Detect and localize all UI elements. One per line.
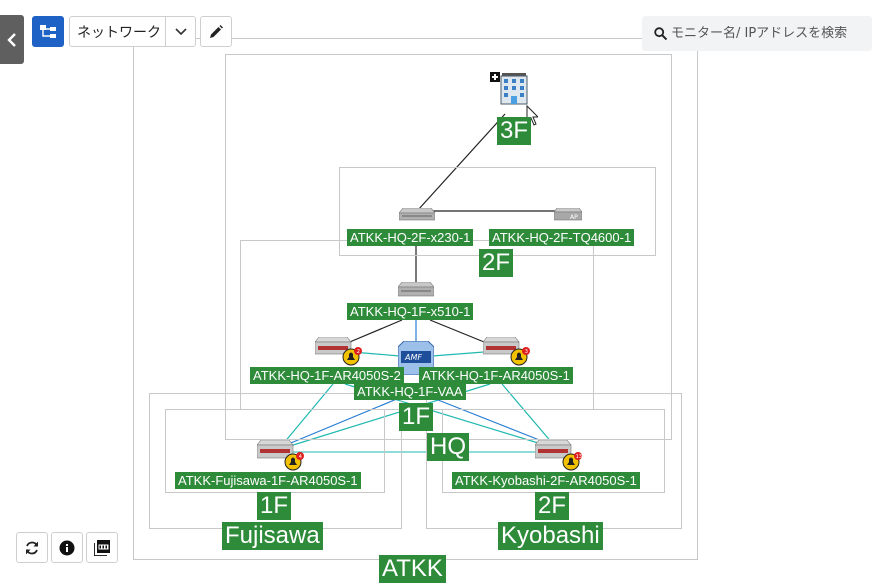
view-type-dropdown-toggle[interactable] (165, 17, 195, 46)
router-icon-ar4050s-2[interactable]: 2 (314, 336, 365, 371)
link-ar1-vaa (431, 351, 485, 357)
panel-collapse-tab[interactable] (0, 15, 24, 64)
edit-map-button[interactable] (200, 16, 232, 47)
view-type-value: ネットワーク (77, 24, 161, 41)
node-label-vaa[interactable]: ATKK-HQ-1F-VAA (354, 383, 466, 400)
access-point-icon-tq4600[interactable]: AP (553, 207, 583, 226)
chevron-left-icon (7, 32, 16, 47)
link-vaa-fujisawa (285, 395, 405, 446)
refresh-icon (26, 541, 38, 554)
topology-view-button[interactable] (32, 16, 64, 47)
router-icon-kyobashi[interactable]: 13 (534, 439, 585, 476)
node-label-x230[interactable]: ATKK-HQ-2F-x230-1 (347, 229, 474, 246)
pencil-icon (210, 24, 223, 38)
group-label-fujisawa: Fujisawa (222, 522, 323, 550)
link-x510-ar2 (344, 319, 403, 345)
group-label-hq: HQ (427, 433, 469, 461)
group-label-fujisawa-1f: 1F (257, 492, 292, 520)
ap-mark: AP (570, 214, 578, 221)
group-label-atkk: ATKK (379, 555, 446, 583)
switch-icon-x510[interactable] (397, 281, 435, 302)
amf-mark: AMF (404, 353, 422, 362)
alarm-count-ar1: 3 (525, 349, 528, 355)
amf-appliance-icon-vaa[interactable]: AMF (397, 340, 435, 379)
node-label-x510[interactable]: ATKK-HQ-1F-x510-1 (347, 303, 474, 320)
chevron-down-icon (175, 27, 187, 35)
node-label-fujisawa-ar[interactable]: ATKK-Fujisawa-1F-AR4050S-1 (175, 472, 361, 489)
export-pdf-button[interactable] (86, 532, 118, 563)
link-3f-x230 (417, 113, 506, 211)
link-vaa-kyobashi (427, 395, 553, 446)
group-label-kyobashi: Kyobashi (498, 522, 603, 550)
monitor-search-box[interactable] (642, 16, 872, 51)
link-ar2-fujisawa (282, 383, 334, 445)
group-label-hq-3f: 3F (497, 117, 532, 145)
node-label-kyobashi-ar[interactable]: ATKK-Kyobashi-2F-AR4050S-1 (452, 472, 640, 489)
group-label-kyobashi-2f: 2F (535, 492, 570, 520)
refresh-button[interactable] (16, 532, 48, 563)
view-type-select[interactable]: ネットワーク (69, 16, 196, 47)
search-input[interactable] (671, 26, 851, 41)
alarm-count-fujisawa: 4 (299, 454, 302, 460)
group-label-hq-2f: 2F (479, 249, 514, 277)
node-label-ar4050s-1[interactable]: ATKK-HQ-1F-AR4050S-1 (419, 367, 573, 384)
alarm-count-kyobashi: 13 (576, 454, 582, 460)
pdf-icon (94, 539, 110, 556)
search-icon (654, 27, 667, 40)
node-label-ar4050s-2[interactable]: ATKK-HQ-1F-AR4050S-2 (250, 367, 404, 384)
switch-icon-x230[interactable] (398, 207, 436, 226)
node-label-tq4600[interactable]: ATKK-HQ-2F-TQ4600-1 (489, 229, 635, 246)
link-ar1-kyobashi (501, 383, 554, 445)
router-icon-ar4050s-1[interactable]: 3 (482, 336, 533, 371)
group-label-hq-1f: 1F (399, 403, 434, 431)
building-icon-3f[interactable] (490, 70, 540, 130)
topology-tree-icon (40, 24, 56, 38)
router-icon-fujisawa[interactable]: 4 (256, 439, 307, 476)
link-x510-ar1 (429, 319, 490, 345)
alarm-count-ar2: 2 (357, 349, 360, 355)
info-icon (59, 540, 75, 555)
info-button[interactable] (51, 532, 83, 563)
